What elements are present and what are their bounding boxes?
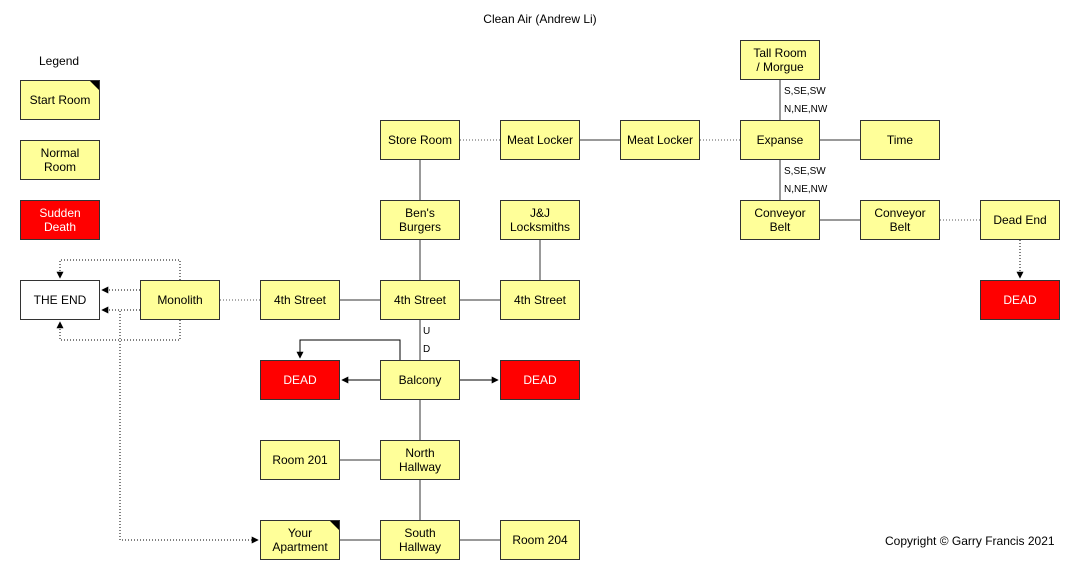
room-balcony: Balcony [380,360,460,400]
legend-title: Legend [39,54,80,68]
room-north-hallway: North Hallway [380,440,460,480]
room-dead-right: DEAD [500,360,580,400]
legend-normal-room: Normal Room [20,140,100,180]
arrow-loop-top [56,259,181,280]
legend-sudden-death: Sudden Death [20,200,100,240]
room-time: Time [860,120,940,160]
room-expanse: Expanse [740,120,820,160]
room-conveyor-belt-2: Conveyor Belt [860,200,940,240]
room-bens-burgers: Ben's Burgers [380,200,460,240]
label-down: D [423,344,431,355]
label-s-se-sw-lower: S,SE,SW [784,166,826,177]
arrow-balcony-loop [296,339,401,360]
diagram-title: Clean Air (Andrew Li) [483,12,597,26]
legend-start-room: Start Room [20,80,100,120]
arrow-monolith-apartment [119,309,259,544]
arrow-loop-bottom [56,320,181,341]
room-jj-locksmiths: J&J Locksmiths [500,200,580,240]
room-dead-end: Dead End [980,200,1060,240]
label-up: U [423,326,431,337]
room-dead-far-right: DEAD [980,280,1060,320]
room-store-room: Store Room [380,120,460,160]
room-4th-street-3: 4th Street [500,280,580,320]
room-the-end: THE END [20,280,100,320]
room-tall-room-morgue: Tall Room / Morgue [740,40,820,80]
room-room-204: Room 204 [500,520,580,560]
room-your-apartment: Your Apartment [260,520,340,560]
room-conveyor-belt-1: Conveyor Belt [740,200,820,240]
room-4th-street-1: 4th Street [260,280,340,320]
room-south-hallway: South Hallway [380,520,460,560]
room-meat-locker-1: Meat Locker [500,120,580,160]
room-room-201: Room 201 [260,440,340,480]
copyright-text: Copyright © Garry Francis 2021 [885,534,1055,548]
room-4th-street-2: 4th Street [380,280,460,320]
label-s-se-sw-upper: S,SE,SW [784,86,826,97]
room-dead-left: DEAD [260,360,340,400]
room-meat-locker-2: Meat Locker [620,120,700,160]
label-n-ne-nw-upper: N,NE,NW [784,104,828,115]
room-monolith: Monolith [140,280,220,320]
label-n-ne-nw-lower: N,NE,NW [784,184,828,195]
